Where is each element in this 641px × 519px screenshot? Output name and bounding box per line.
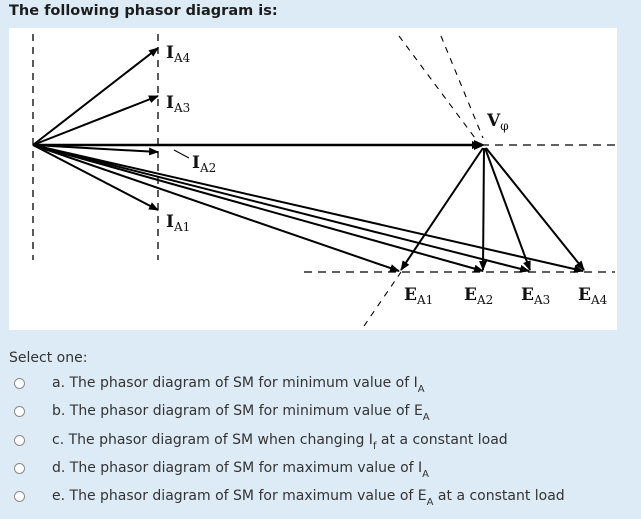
dashed-diagonal-1 <box>398 35 476 139</box>
ia1-arrow <box>32 144 159 211</box>
ia3-arrow <box>32 95 159 146</box>
radio-d[interactable] <box>14 463 25 474</box>
option-e-label: e. The phasor diagram of SM for maximum … <box>52 488 565 508</box>
option-d-label: d. The phasor diagram of SM for maximum … <box>52 460 430 480</box>
drop-arrow-2 <box>479 147 488 271</box>
ia1-label: IA1 <box>166 212 190 234</box>
vphi-tip <box>474 140 485 150</box>
ia3-label: IA3 <box>166 93 190 115</box>
ea1-arrow <box>32 144 400 272</box>
ia4-arrow <box>32 47 159 146</box>
ia4-label: IA4 <box>166 43 191 65</box>
option-a-label: a. The phasor diagram of SM for minimum … <box>52 375 425 395</box>
phasor-diagram: IA4 IA3 IA2 IA1 Vφ EA1 EA2 EA3 EA4 <box>32 34 615 327</box>
radio-c[interactable] <box>14 435 25 446</box>
phasor-diagram-figure: IA4 IA3 IA2 IA1 Vφ EA1 EA2 EA3 EA4 <box>9 28 617 330</box>
dashed-diagonal-3 <box>363 271 402 327</box>
drop-arrow-4 <box>485 147 585 271</box>
radio-e[interactable] <box>14 491 25 502</box>
ia2-label: IA2 <box>192 153 216 175</box>
ea3-label: EA3 <box>521 285 550 307</box>
question-title: The following phasor diagram is: <box>9 3 278 19</box>
ia2-leader <box>173 149 190 159</box>
option-c[interactable]: c. The phasor diagram of SM when changin… <box>14 432 614 454</box>
option-c-label: c. The phasor diagram of SM when changin… <box>52 432 508 452</box>
option-e[interactable]: e. The phasor diagram of SM for maximum … <box>14 488 614 510</box>
radio-a[interactable] <box>14 378 25 389</box>
ea1-label: EA1 <box>404 285 433 307</box>
option-d[interactable]: d. The phasor diagram of SM for maximum … <box>14 460 614 482</box>
ea4-arrow <box>32 144 584 273</box>
vphi-label: Vφ <box>486 111 509 133</box>
ea2-label: EA2 <box>464 285 493 307</box>
ea2-arrow <box>32 144 484 273</box>
radio-b[interactable] <box>14 406 25 417</box>
drop-arrow-1 <box>400 147 484 271</box>
ea3-arrow <box>32 144 530 273</box>
dashed-diagonal-2 <box>440 35 484 139</box>
option-a[interactable]: a. The phasor diagram of SM for minimum … <box>14 375 614 397</box>
option-b-label: b. The phasor diagram of SM for minimum … <box>52 403 430 423</box>
ea4-label: EA4 <box>578 285 608 307</box>
option-b[interactable]: b. The phasor diagram of SM for minimum … <box>14 403 614 425</box>
drop-arrow-3 <box>484 147 531 271</box>
select-one-prompt: Select one: <box>9 350 88 366</box>
